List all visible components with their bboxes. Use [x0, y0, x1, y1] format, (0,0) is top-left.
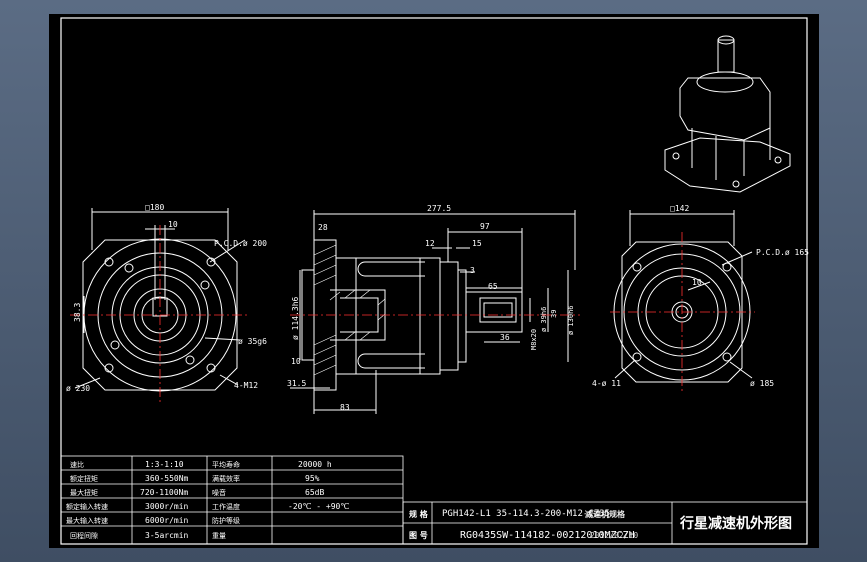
left-dim-180: □180 — [145, 203, 164, 212]
spec-table — [60, 455, 404, 545]
iso-flange-top — [679, 77, 771, 141]
mid-dim-m8: M8x20 — [530, 329, 538, 350]
right-hole-3 — [632, 352, 642, 362]
mid-body — [335, 257, 441, 375]
title-label-spec: 规 格 — [409, 509, 429, 519]
iso-output-shaft — [717, 39, 735, 73]
spec-key-5b: 防护等级 — [212, 516, 240, 525]
spec-key-2b: 满载效率 — [212, 474, 240, 483]
mid-dim-15: 15 — [472, 239, 482, 248]
spec-key-6: 回程间隙 — [70, 531, 98, 540]
right-dim-185: ø 185 — [750, 379, 774, 388]
spec-key-3b: 噪音 — [212, 488, 226, 497]
mid-dim-36: 36 — [500, 333, 510, 342]
mid-dim-114: ø 114.3h6 — [291, 296, 300, 340]
left-hole-3 — [104, 363, 114, 373]
left-hole-2 — [206, 257, 216, 267]
spec-val-4: 3000r/min — [145, 502, 189, 511]
title-overlap-2: 2012/02/10 — [590, 531, 638, 540]
mid-dim-130: ø 130h6 — [567, 305, 575, 335]
left-hole-1 — [104, 257, 114, 267]
left-centerlines — [70, 225, 250, 405]
spec-val-3: 720-1100Nm — [140, 488, 188, 497]
title-drawing-no: RG0435SW-114182-00212010MZCZH — [460, 530, 635, 541]
left-hole-4 — [206, 363, 216, 373]
right-dim-142: □142 — [670, 204, 689, 213]
title-overlap-1: 减速机规格 — [585, 509, 626, 519]
mid-dim-10: 10 — [291, 357, 301, 366]
title-model: PGH142-L1 35-114.3-200-M12-CZ35 — [442, 509, 610, 519]
left-dim-230: ø 230 — [66, 384, 90, 393]
right-hole-4 — [722, 352, 732, 362]
right-flange-outline — [621, 241, 743, 383]
spec-val-2b: 95% — [305, 474, 320, 483]
right-dim-hole: 4-ø 11 — [592, 379, 621, 388]
mid-hatching — [313, 244, 386, 376]
left-screw-3 — [110, 340, 120, 350]
mid-dim-39: ø 39h6 — [540, 307, 548, 332]
right-centerlines — [610, 232, 755, 392]
iso-base-flange — [664, 137, 791, 193]
mid-shaft-key — [479, 297, 517, 323]
left-dim-38: 38.3 — [73, 303, 82, 322]
spec-val-1b: 20000 h — [298, 460, 332, 469]
drawing-sheet — [49, 14, 819, 548]
left-dim-hole: 4-M12 — [234, 381, 258, 390]
spec-table-text: 速比 1:3-1:10 平均寿命 20000 h 额定扭矩 360-550Nm … — [66, 460, 349, 540]
isometric-view — [664, 35, 791, 193]
mid-dim-315: 31.5 — [287, 379, 306, 388]
mid-dim-12: 12 — [425, 239, 435, 248]
mid-dim-97: 97 — [480, 222, 490, 231]
left-screw-1 — [124, 263, 134, 273]
left-dim-35: ø 35g6 — [238, 337, 267, 346]
spec-key-6b: 重量 — [212, 532, 226, 540]
spec-val-2: 360-550Nm — [145, 474, 189, 483]
spec-key-3: 最大扭矩 — [70, 488, 98, 497]
mid-dim-39b: 39 — [550, 310, 558, 318]
title-label-drawing: 图 号 — [409, 531, 428, 540]
left-flange-outline — [82, 239, 238, 391]
spec-val-6: 3-5arcmin — [145, 531, 189, 540]
mid-dim-277: 277.5 — [427, 204, 451, 213]
left-dim-pcd: P.C.D.ø 200 — [214, 239, 267, 248]
spec-key-1: 速比 — [70, 460, 84, 469]
spec-key-4: 额定输入转速 — [66, 502, 108, 511]
right-dim-10: 10 — [692, 278, 702, 287]
spec-val-1: 1:3-1:10 — [145, 460, 184, 469]
spec-val-4b: -20℃ - +90℃ — [288, 502, 349, 511]
left-screw-4 — [185, 355, 195, 365]
right-hole-1 — [632, 262, 642, 272]
spec-key-4b: 工作温度 — [212, 502, 240, 511]
spec-val-5: 6000r/min — [145, 516, 189, 525]
drawing-title: 行星减速机外形图 — [679, 515, 792, 532]
spec-key-2: 额定扭矩 — [70, 474, 98, 483]
mid-dim-28: 28 — [318, 223, 328, 232]
mid-output-flange — [439, 261, 459, 371]
spec-val-3b: 65dB — [305, 488, 324, 497]
right-front-view — [613, 210, 753, 383]
mid-dim-83: 83 — [340, 403, 350, 412]
title-block — [402, 501, 808, 545]
mid-dim-3: 3 — [470, 266, 475, 275]
mid-dim-65: 65 — [488, 282, 498, 291]
left-dim-10: 10 — [168, 220, 178, 229]
mid-output-shaft — [465, 287, 523, 333]
spec-key-1b: 平均寿命 — [212, 460, 240, 469]
spec-key-5: 最大输入转速 — [66, 516, 108, 525]
right-dim-pcd: P.C.D.ø 165 — [756, 248, 809, 257]
left-screw-2 — [200, 280, 210, 290]
